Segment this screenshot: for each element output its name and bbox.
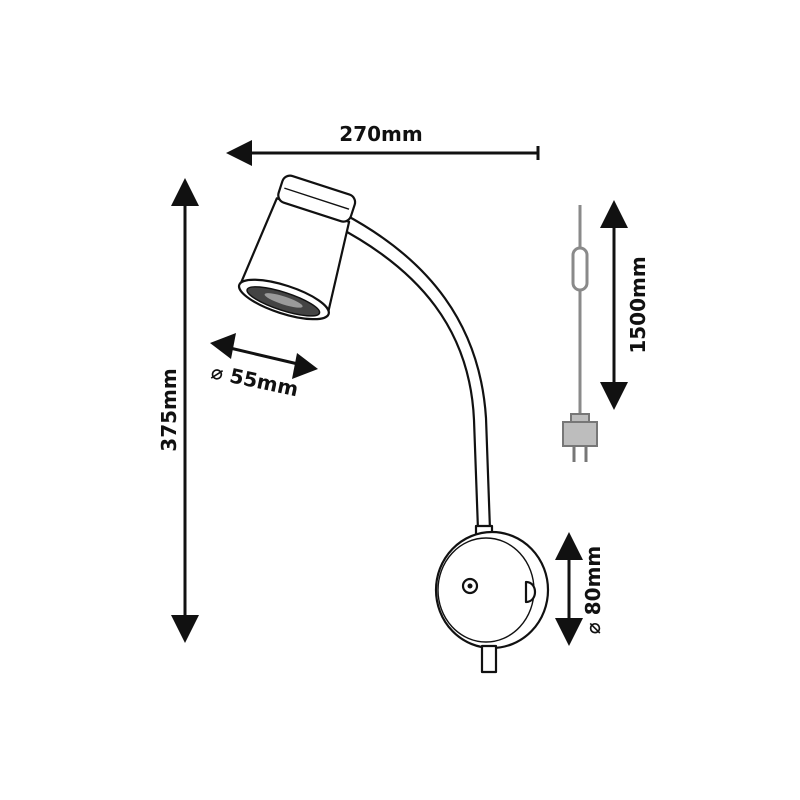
power-cord xyxy=(562,205,598,462)
width-arrow-left xyxy=(226,140,252,166)
base-diameter-dimension: ⌀ 80mm xyxy=(555,532,605,646)
wall-base xyxy=(434,524,550,674)
width-label: 270mm xyxy=(339,122,422,146)
gooseneck-arm xyxy=(334,212,492,532)
base-arrow-bottom xyxy=(555,618,583,646)
head-diameter-dimension: ⌀ 55mm xyxy=(209,333,318,401)
height-arrow-top xyxy=(171,178,199,206)
height-dimension: 375mm xyxy=(157,178,199,643)
cord-length-label: 1500mm xyxy=(626,256,650,353)
lamp-head xyxy=(237,174,357,321)
width-dimension: 270mm xyxy=(226,122,540,166)
height-label: 375mm xyxy=(157,368,181,451)
base-diameter-label: ⌀ 80mm xyxy=(581,546,605,635)
head-diameter-label: ⌀ 55mm xyxy=(209,359,301,401)
cord-arrow-bottom xyxy=(600,382,628,410)
height-arrow-bottom xyxy=(171,615,199,643)
plug-icon xyxy=(562,413,598,462)
inline-switch xyxy=(571,246,589,292)
head-arrow-left xyxy=(210,333,236,359)
head-arrow-right xyxy=(292,353,318,379)
base-arrow-top xyxy=(555,532,583,560)
cord-arrow-top xyxy=(600,200,628,228)
cord-length-dimension: 1500mm xyxy=(600,200,650,410)
